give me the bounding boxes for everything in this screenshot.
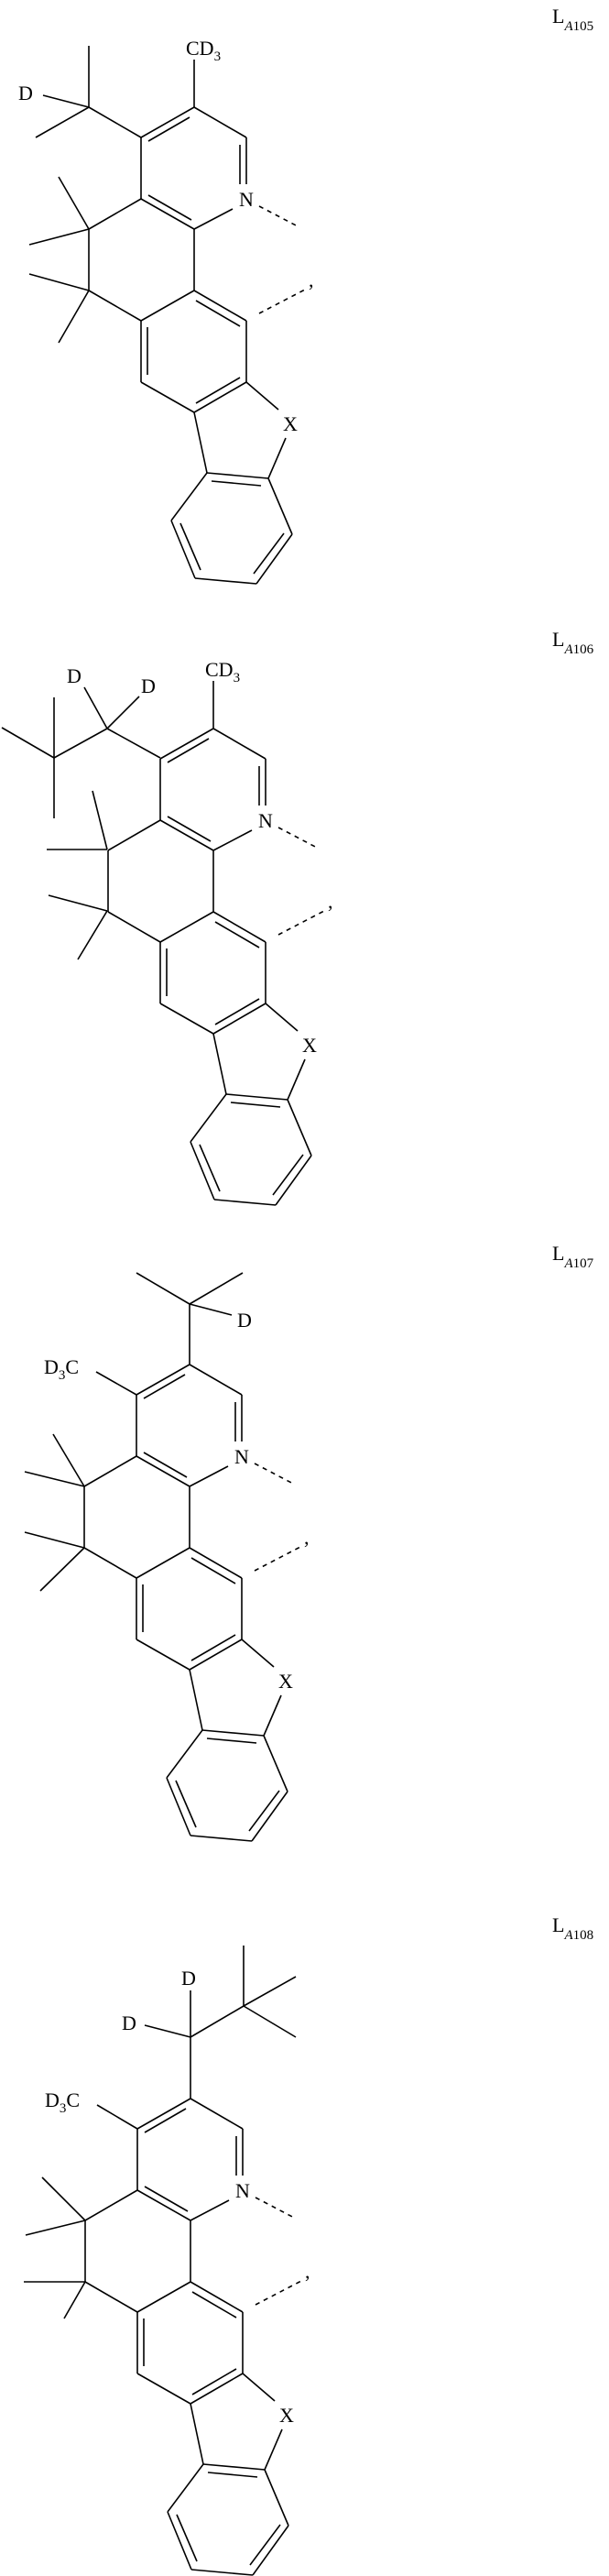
deuterium-label: D (122, 2011, 136, 2034)
cd3-label: D3C (44, 1355, 79, 1383)
heteroatom-x: X (278, 1670, 293, 1693)
core-scaffold (83, 1364, 301, 1842)
nitrogen-atom: N (239, 188, 254, 211)
nitrogen-atom: N (235, 2179, 250, 2202)
comma: , (305, 2260, 310, 2283)
cd3-label: CD3 (186, 37, 221, 64)
heteroatom-x: X (302, 1034, 317, 1057)
nitrogen-atom: N (234, 1445, 249, 1468)
comma: , (304, 1526, 310, 1549)
deuterium-label: D (181, 1967, 196, 1990)
ligand-LA108: D D D3C N X , LA108 (24, 1913, 593, 2576)
ligand-label: LA108 (552, 1913, 593, 1943)
core-scaffold (107, 728, 325, 1206)
ligand-LA105: CD3 D N X , LA105 (18, 5, 593, 585)
deuterium-label: D (67, 664, 82, 687)
ligand-label: LA107 (552, 1242, 594, 1271)
ligand-LA107: D D3C N X , LA107 (24, 1242, 594, 1842)
core-scaffold (88, 106, 306, 585)
cd3-label: CD3 (205, 658, 240, 685)
deuterium-label: D (237, 1309, 252, 1332)
heteroatom-x: X (283, 412, 298, 435)
heteroatom-x: X (279, 2404, 294, 2427)
core-scaffold (84, 2098, 302, 2576)
cd3-label: D3C (45, 2088, 80, 2116)
ligand-label: LA105 (552, 5, 593, 34)
ligand-LA106: CD3 D D N X , LA106 (1, 628, 594, 1206)
deuterium-label: D (18, 82, 33, 104)
nitrogen-atom: N (258, 809, 273, 832)
comma: , (309, 269, 314, 291)
ligand-label: LA106 (552, 628, 594, 657)
deuterium-label: D (141, 674, 156, 697)
comma: , (328, 890, 333, 913)
